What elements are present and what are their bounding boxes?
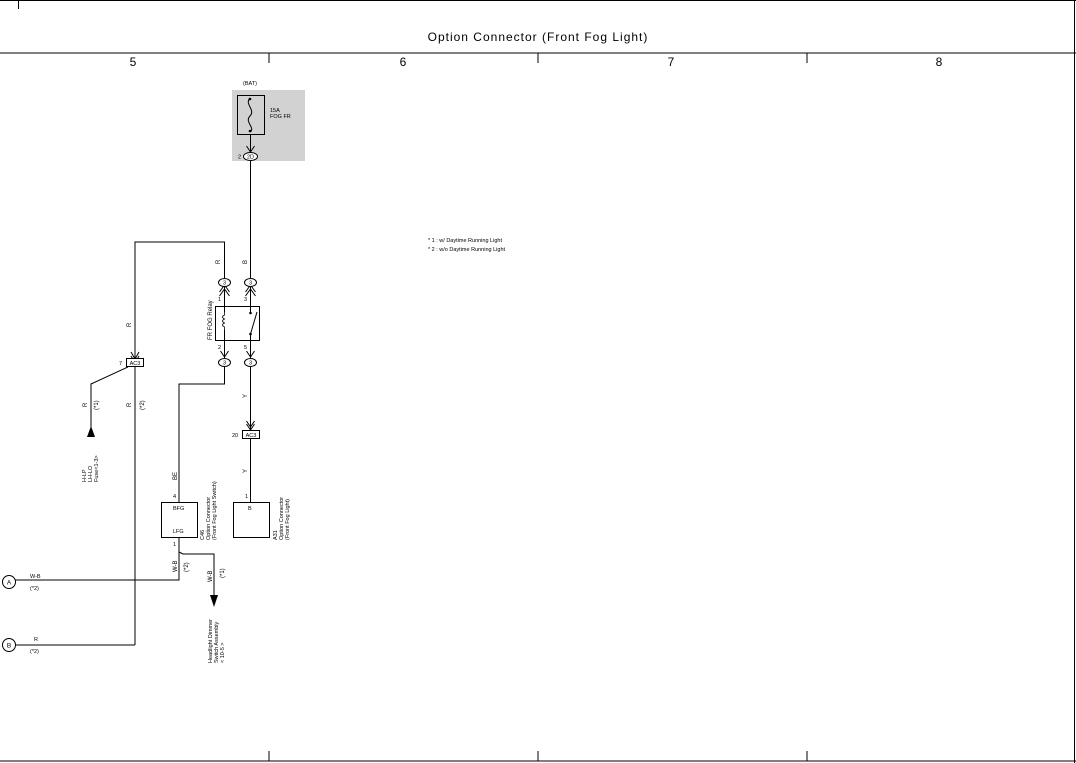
wire-label-wb: W-B — [208, 570, 214, 582]
wire-label-r: R — [83, 402, 89, 407]
ref-hl-3: Fuse<1-3> — [94, 455, 100, 482]
legend: * 1 : w/ Daytime Running Light * 2 : w/o… — [428, 237, 505, 255]
note-2: (*2) — [184, 562, 190, 572]
relay-junction: 3 — [249, 281, 252, 287]
column-number: 8 — [935, 55, 943, 69]
ac3-mid-name: AC3 — [246, 433, 257, 439]
off-sheet-b: B R (*2) — [2, 637, 39, 655]
light-name-1: Option Connector — [279, 497, 285, 540]
ref-hl-2: LH-LO — [88, 465, 94, 482]
relay-name: FR FOG Relay — [208, 300, 214, 340]
relay-pin-1: 1 — [218, 297, 221, 303]
off-sheet-a: A W-B (*2) — [2, 574, 41, 592]
switch-name-2: (Front Fog Light Switch) — [212, 481, 218, 540]
wire-label-y: Y — [243, 469, 249, 473]
switch-pin-bottom: 1 — [173, 542, 176, 548]
switch-id: C46 — [200, 530, 206, 540]
off-sheet-b-wire: R — [34, 637, 38, 643]
wire-label-be: BE — [173, 472, 179, 480]
ref-dimmer-2: Switch Assembly — [214, 621, 220, 663]
wire-label-wb: W-B — [173, 560, 179, 572]
note-2: (*2) — [140, 400, 146, 410]
switch-name-1: Option Connector — [206, 497, 212, 540]
relay-junction: 3 — [223, 361, 226, 367]
wire-labels: R B R R (*1) R (*2) Y Y BE W-B (*2) W-B … — [83, 259, 249, 582]
relay-pin-5: 5 — [244, 345, 247, 351]
legend-item-2: * 2 : w/o Daytime Running Light — [428, 247, 506, 253]
relay-pin-2: 2 — [218, 345, 221, 351]
wire-label-r: R — [127, 402, 133, 407]
switch-connector: BFG LFG 4 1 C46 Option Connector (Front … — [161, 481, 218, 548]
note-1: (*1) — [220, 568, 226, 578]
light-name-2: (Front Fog Light) — [285, 499, 291, 540]
relay-pin-3: 3 — [244, 297, 247, 303]
light-pin: 1 — [245, 494, 248, 500]
wire-label-b: B — [243, 260, 249, 264]
fuse-source: (BAT) — [243, 81, 257, 87]
page-title: Option Connector (Front Fog Light) — [427, 30, 649, 44]
wire-label-r: R — [127, 322, 133, 327]
fr-fog-relay: FR FOG Relay 1 3 2 5 3 3 3 3 — [208, 278, 260, 367]
light-connector: B 1 A31 Option Connector (Front Fog Ligh… — [233, 494, 291, 540]
relay-junction: 3 — [223, 281, 226, 287]
off-sheet-a-letter: A — [7, 580, 12, 587]
note-1: (*1) — [94, 400, 100, 410]
fuse-connector-pin: 2 — [238, 155, 241, 161]
ref-dimmer-1: Headlight Dimmer — [208, 619, 214, 663]
reference-labels: H-LP LH-LO Fuse<1-3> Headlight Dimmer Sw… — [82, 455, 226, 663]
relay-junction: 3 — [249, 361, 252, 367]
ref-dimmer-3: < 10-5 > — [220, 643, 226, 664]
off-sheet-a-wire: W-B — [30, 574, 41, 580]
ac3-top-name: AC3 — [130, 361, 141, 367]
switch-pin-top: 4 — [173, 494, 176, 500]
off-sheet-b-note: (*2) — [30, 649, 39, 655]
switch-label-top: BFG — [173, 506, 184, 512]
off-sheet-b-letter: B — [7, 643, 11, 650]
off-sheet-a-note: (*2) — [30, 586, 39, 592]
ac3-top-pin: 7 — [119, 361, 122, 367]
connector-ac3-mid: AC3 20 — [232, 430, 260, 439]
fuse-name: FOG FR — [270, 114, 291, 120]
wire-label-r: R — [216, 259, 222, 264]
light-id: A31 — [273, 530, 279, 540]
ref-hl-1: H-LP — [82, 469, 88, 482]
wire-label-y: Y — [243, 394, 249, 398]
fuse-block: (BAT) 15A FOG FR 2D 2 — [232, 81, 305, 161]
wires — [5, 134, 256, 646]
column-number: 6 — [399, 55, 407, 69]
column-number: 5 — [129, 55, 137, 69]
connector-ac3-top: AC3 7 — [119, 358, 144, 367]
column-number: 7 — [667, 55, 675, 69]
legend-item-1: * 1 : w/ Daytime Running Light — [428, 238, 502, 244]
fuse-connector: 2D — [247, 155, 254, 161]
switch-label-bottom: LFG — [173, 529, 184, 535]
fuse-rating: 15A — [270, 108, 280, 114]
ac3-mid-pin: 20 — [232, 433, 238, 439]
light-label: B — [248, 506, 252, 512]
